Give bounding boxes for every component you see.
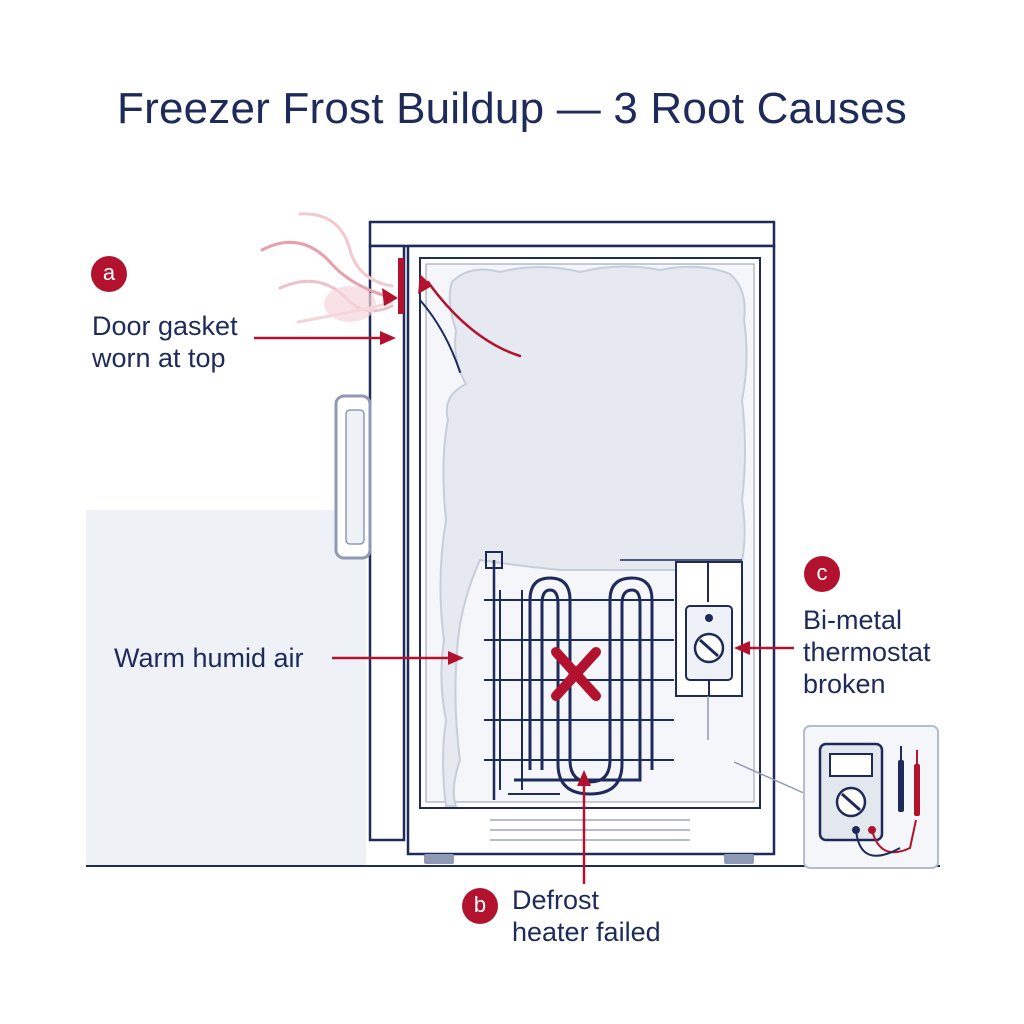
callout-label-a: Door gasket worn at top	[92, 310, 238, 374]
callout-label-b: Defrost heater failed	[512, 884, 661, 948]
callout-badge-c: c	[804, 556, 840, 592]
wall-panel	[86, 510, 366, 865]
fail-x-icon	[551, 647, 601, 701]
callout-arrow-c	[734, 641, 794, 655]
callout-c-line3: broken	[803, 669, 886, 699]
frost-buildup	[439, 265, 748, 807]
warm-air-label: Warm humid air	[114, 643, 304, 673]
callout-a-line2: worn at top	[92, 343, 226, 373]
callout-c-line2: thermostat	[803, 637, 931, 667]
callout-arrow-warm-air	[332, 651, 464, 665]
callout-arrow-b	[577, 770, 591, 884]
callout-label-c: Bi-metal thermostat broken	[803, 604, 931, 700]
callout-b-line2: heater failed	[512, 917, 661, 947]
air-leak-icon	[260, 212, 522, 373]
page-title: Freezer Frost Buildup — 3 Root Causes	[117, 84, 907, 133]
callout-c-line1: Bi-metal	[803, 605, 903, 635]
callout-arrow-a	[254, 331, 396, 345]
multimeter-icon	[803, 725, 939, 869]
callout-badge-a: a	[91, 256, 127, 292]
thermostat-icon	[620, 559, 743, 697]
callout-b-line1: Defrost	[512, 885, 600, 915]
heater-coil-icon	[484, 551, 674, 800]
callout-badge-b: b	[462, 888, 498, 924]
freezer-door	[334, 244, 406, 842]
callout-a-line1: Door gasket	[92, 311, 238, 341]
